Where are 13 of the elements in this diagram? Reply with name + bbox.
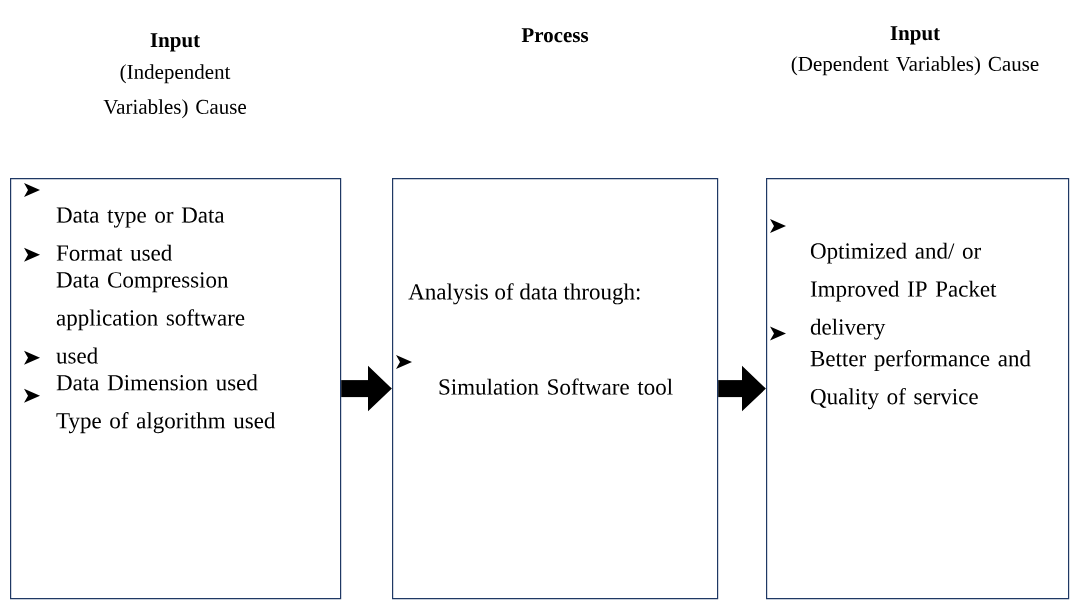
bullet-text: Data type or Data Format used [56,207,225,261]
bullet-text: Better performance and Quality of service [810,349,1031,410]
bullet-text: Type of algorithm used [56,412,276,434]
heading: Input [150,33,200,52]
body-text: Analysis of data through: [408,283,640,305]
heading: (Independent Variables) Cause [103,64,246,119]
bullet-text: Optimized and/ or Improved IP Packet delivery [810,242,997,340]
bullet-text: Simulation Software tool [439,378,673,395]
bullet-text: Data Compression application software used [56,272,245,364]
bullet-text: Data Dimension used [56,374,258,391]
heading: Process [521,28,589,43]
heading: Input [890,26,940,45]
heading: (Dependent Variables) Cause [791,56,1039,76]
